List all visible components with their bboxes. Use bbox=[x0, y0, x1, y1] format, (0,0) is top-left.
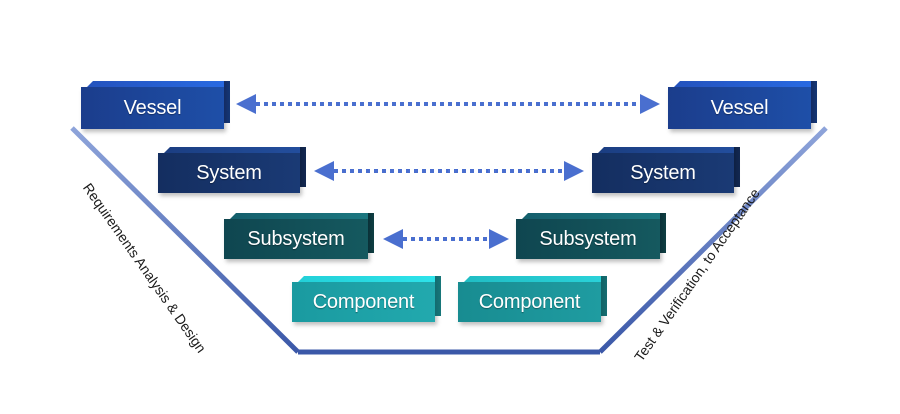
subsystem-left-label: Subsystem bbox=[247, 227, 345, 250]
vessel-box-right: Vessel bbox=[668, 87, 811, 129]
subsystem-box-left: Subsystem bbox=[224, 219, 368, 259]
system-box-right: System bbox=[592, 153, 734, 193]
vessel-left-label: Vessel bbox=[123, 96, 182, 119]
component-box-right: Component bbox=[458, 282, 601, 322]
v-left-arm bbox=[70, 126, 300, 354]
vessel-right-label: Vessel bbox=[710, 96, 769, 119]
vessel-box-left: Vessel bbox=[81, 87, 224, 129]
component-right-label: Component bbox=[478, 290, 581, 313]
v-right-arm bbox=[598, 126, 828, 354]
subsystem-box-right: Subsystem bbox=[516, 219, 660, 259]
system-left-label: System bbox=[196, 161, 262, 184]
system-box-left: System bbox=[158, 153, 300, 193]
component-left-label: Component bbox=[312, 290, 415, 313]
system-right-label: System bbox=[630, 161, 696, 184]
component-box-left: Component bbox=[292, 282, 435, 322]
subsystem-right-label: Subsystem bbox=[539, 227, 637, 250]
